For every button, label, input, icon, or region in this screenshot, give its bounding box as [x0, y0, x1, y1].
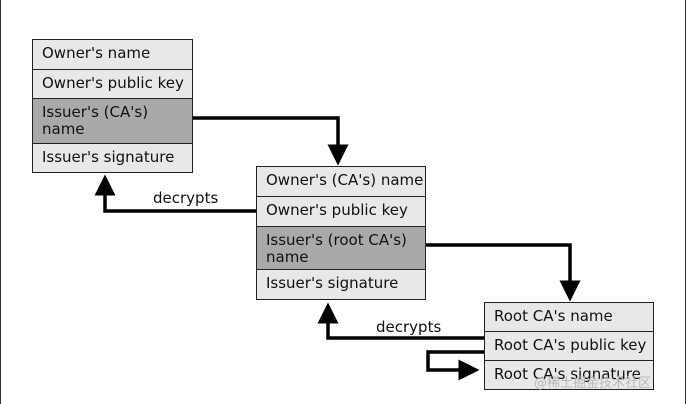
arrow-issuer-to-root-ca — [426, 243, 581, 302]
decrypts-label: decrypts — [376, 318, 442, 336]
arrow-decrypts-issuer-signature — [94, 174, 256, 213]
arrow-issuer-to-ca-owner — [193, 116, 349, 166]
owner-name-field: Owner's name — [33, 40, 192, 70]
watermark: @稀土掘金技术社区 — [534, 376, 652, 391]
arrow-decrypts-ca-signature — [317, 302, 484, 340]
owner-public-key-field: Owner's public key — [33, 70, 192, 99]
certificate-root-ca: Root CA's name Root CA's public key Root… — [484, 302, 654, 390]
certificate-owner: Owner's name Owner's public key Issuer's… — [32, 39, 193, 173]
certificate-intermediate-ca: Owner's (CA's) name Owner's public key I… — [256, 166, 426, 300]
owner-ca-name-field: Owner's (CA's) name — [257, 167, 425, 197]
issuer-root-ca-name-field: Issuer's (root CA's) name — [257, 227, 425, 270]
root-ca-signature-field: Root CA's signature — [485, 361, 653, 389]
issuer-name-field: Issuer's (CA's) name — [33, 99, 192, 144]
root-ca-name-field: Root CA's name — [485, 303, 653, 332]
owner-public-key-field: Owner's public key — [257, 197, 425, 227]
root-ca-public-key-field: Root CA's public key — [485, 332, 653, 361]
issuer-signature-field: Issuer's signature — [33, 144, 192, 172]
decrypts-label: decrypts — [153, 189, 219, 207]
arrow-self-signature-loop — [426, 350, 484, 381]
issuer-signature-field: Issuer's signature — [257, 270, 425, 299]
